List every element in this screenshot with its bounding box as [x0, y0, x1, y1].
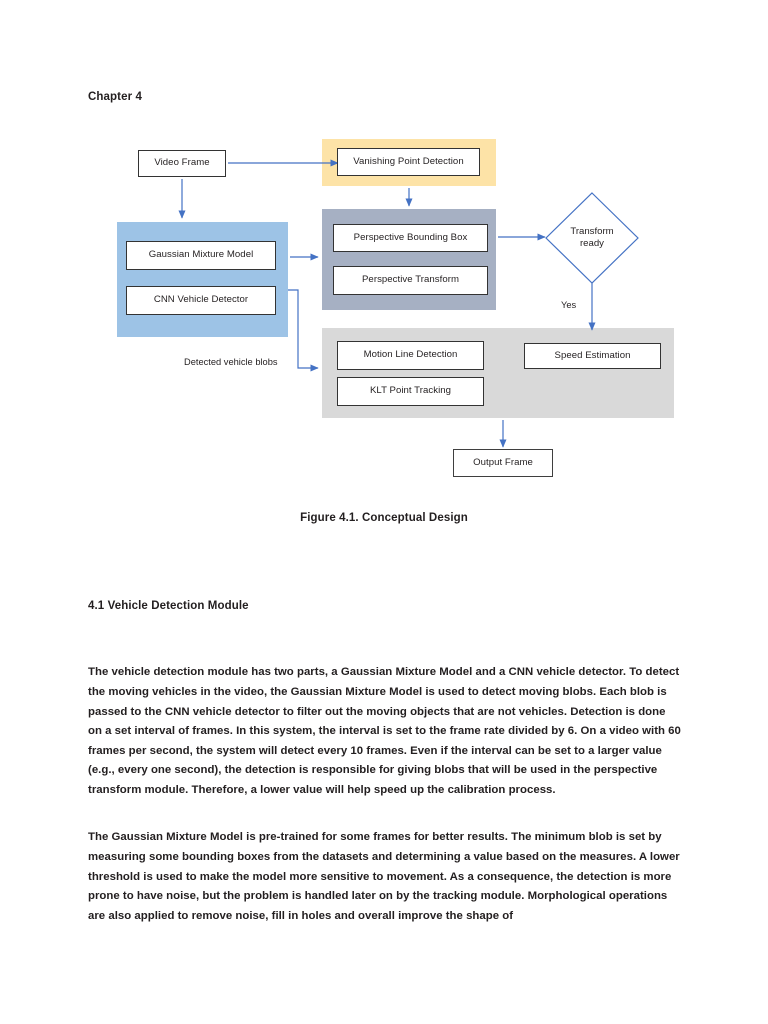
node-transform-ready-line1: Transform — [570, 226, 614, 237]
node-transform-ready-label: Transform ready — [570, 226, 613, 250]
node-transform-ready-decision[interactable]: Transform ready — [545, 192, 639, 284]
node-perspective-bounding-box-label: Perspective Bounding Box — [353, 231, 468, 243]
node-motion-line-detection[interactable]: Motion Line Detection — [337, 341, 484, 370]
node-gaussian-mixture-model[interactable]: Gaussian Mixture Model — [126, 241, 276, 270]
node-output-frame-label: Output Frame — [473, 456, 533, 468]
node-transform-ready-line2: ready — [579, 238, 604, 249]
diamond-shape-icon — [545, 192, 639, 284]
edge-label-detected-vehicle-blobs: Detected vehicle blobs — [184, 357, 278, 367]
node-klt-point-tracking-label: KLT Point Tracking — [369, 385, 452, 397]
figure-caption: Figure 4.1. Conceptual Design — [300, 512, 468, 524]
node-perspective-transform[interactable]: Perspective Transform — [333, 266, 488, 295]
arrow-detector-to-tracking — [288, 289, 319, 372]
node-gaussian-mixture-model-label: Gaussian Mixture Model — [148, 249, 254, 261]
body-paragraph-1: The vehicle detection module has two par… — [88, 666, 681, 796]
chapter-title: Chapter 4 — [88, 91, 142, 103]
body-paragraph-2: The Gaussian Mixture Model is pre-traine… — [88, 831, 680, 922]
connector-layer — [178, 159, 596, 448]
node-video-frame[interactable]: Video Frame — [138, 150, 226, 177]
node-speed-estimation[interactable]: Speed Estimation — [524, 343, 661, 369]
section-heading: 4.1 Vehicle Detection Module — [88, 600, 249, 612]
node-video-frame-label: Video Frame — [154, 157, 210, 169]
node-speed-estimation-label: Speed Estimation — [554, 349, 631, 361]
node-vanishing-point-detection[interactable]: Vanishing Point Detection — [337, 148, 480, 176]
node-perspective-transform-label: Perspective Transform — [361, 274, 460, 286]
node-cnn-vehicle-detector[interactable]: CNN Vehicle Detector — [126, 286, 276, 315]
node-klt-point-tracking[interactable]: KLT Point Tracking — [337, 377, 484, 406]
node-output-frame[interactable]: Output Frame — [453, 449, 553, 477]
conceptual-design-figure: Video Frame Vanishing Point Detection Ga… — [0, 0, 768, 500]
node-vanishing-point-detection-label: Vanishing Point Detection — [353, 155, 464, 167]
node-perspective-bounding-box[interactable]: Perspective Bounding Box — [333, 224, 488, 252]
node-motion-line-detection-label: Motion Line Detection — [363, 349, 458, 361]
node-cnn-vehicle-detector-label: CNN Vehicle Detector — [153, 294, 249, 306]
edge-label-yes: Yes — [561, 300, 577, 310]
